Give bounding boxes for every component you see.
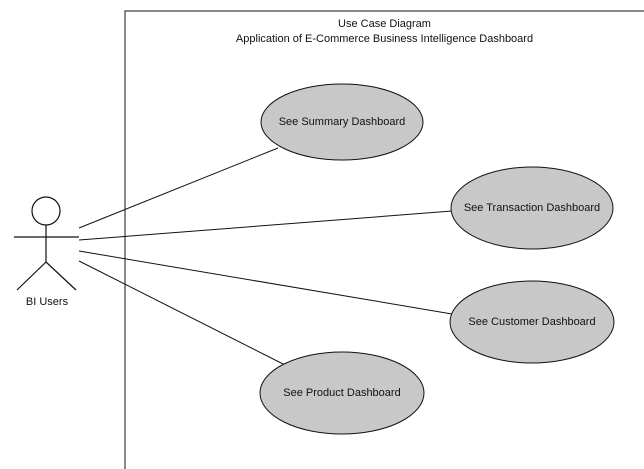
actor-head — [31, 196, 61, 226]
actor-left-leg — [16, 261, 47, 291]
use-case-customer-label: See Customer Dashboard — [468, 316, 596, 328]
actor-figure[interactable] — [14, 196, 79, 291]
use-case-transaction-label: See Transaction Dashboard — [463, 202, 601, 214]
diagram-title: Use Case Diagram — [338, 18, 431, 30]
diagram-subtitle: Application of E-Commerce Business Intel… — [235, 33, 534, 45]
diagram-title-block: Use Case Diagram Application of E-Commer… — [125, 17, 644, 47]
use-case-product-label: See Product Dashboard — [283, 387, 401, 399]
association-customer — [78, 250, 453, 315]
use-case-summary[interactable] — [260, 83, 424, 161]
use-case-transaction[interactable] — [450, 166, 614, 250]
association-transaction — [78, 210, 453, 241]
system-boundary — [124, 10, 644, 469]
use-case-product[interactable] — [259, 351, 425, 435]
association-product — [78, 260, 286, 366]
actor-label: BI Users — [25, 296, 69, 308]
association-summary — [78, 147, 279, 229]
use-case-customer[interactable] — [449, 280, 615, 364]
actor-right-leg — [45, 261, 77, 291]
use-case-summary-label: See Summary Dashboard — [278, 116, 406, 128]
